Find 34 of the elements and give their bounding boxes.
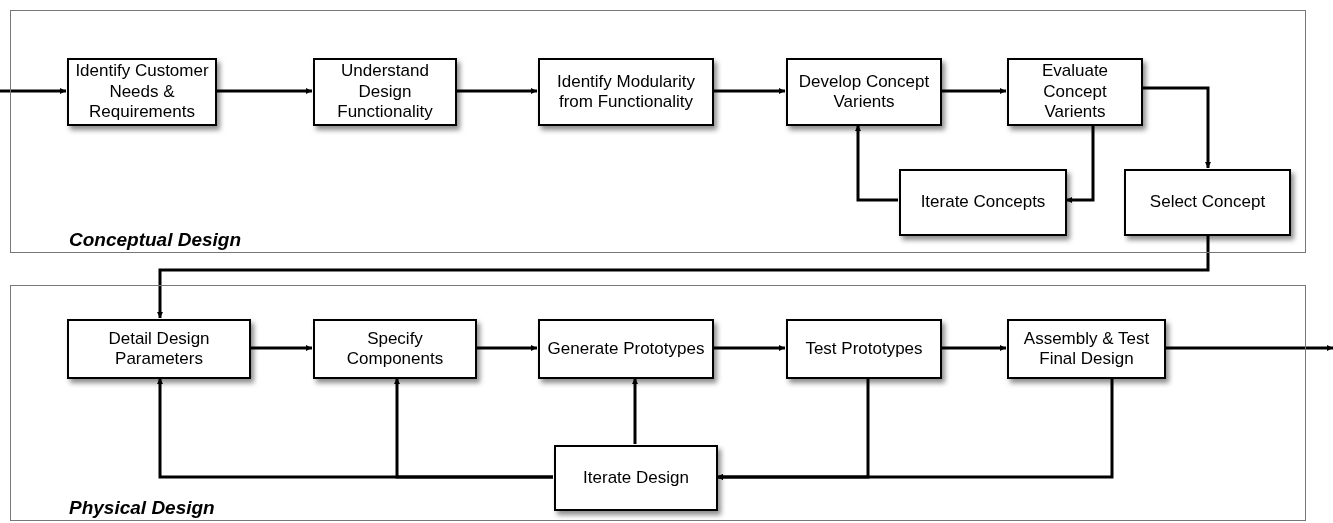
process-box: Assembly & Test Final Design xyxy=(1007,319,1166,379)
process-box: Test Prototypes xyxy=(786,319,942,379)
arrow xyxy=(941,88,1006,94)
process-box: Iterate Concepts xyxy=(899,169,1067,236)
process-box: Detail Design Parameters xyxy=(67,319,251,379)
panel-title: Physical Design xyxy=(69,496,215,520)
process-box: Iterate Design xyxy=(554,445,718,511)
process-box: Identify Customer Needs & Requirements xyxy=(67,58,217,126)
arrow xyxy=(713,345,785,351)
process-box: Select Concept xyxy=(1124,169,1291,236)
process-box: Develop Concept Varients xyxy=(786,58,942,126)
arrow xyxy=(476,345,537,351)
arrow xyxy=(157,235,1210,318)
arrow xyxy=(713,88,785,94)
arrow xyxy=(1165,345,1333,351)
arrow xyxy=(250,345,312,351)
panel-title: Conceptual Design xyxy=(69,228,242,252)
process-box: Generate Prototypes xyxy=(538,319,714,379)
process-box: Understand Design Functionality xyxy=(313,58,457,126)
arrow xyxy=(632,378,638,444)
arrow xyxy=(1066,125,1095,203)
arrow xyxy=(717,378,1114,480)
stage-panel xyxy=(10,10,1306,253)
arrow xyxy=(855,125,898,202)
process-box: Specify Components xyxy=(313,319,477,379)
arrow xyxy=(216,88,312,94)
arrow xyxy=(0,88,66,94)
process-box: Identify Modularity from Functionality xyxy=(538,58,714,126)
arrow xyxy=(941,345,1006,351)
arrow xyxy=(394,378,553,479)
arrow xyxy=(1142,86,1211,168)
process-box: Evaluate Concept Varients xyxy=(1007,58,1143,126)
arrow xyxy=(456,88,537,94)
stage-panel xyxy=(10,285,1306,521)
